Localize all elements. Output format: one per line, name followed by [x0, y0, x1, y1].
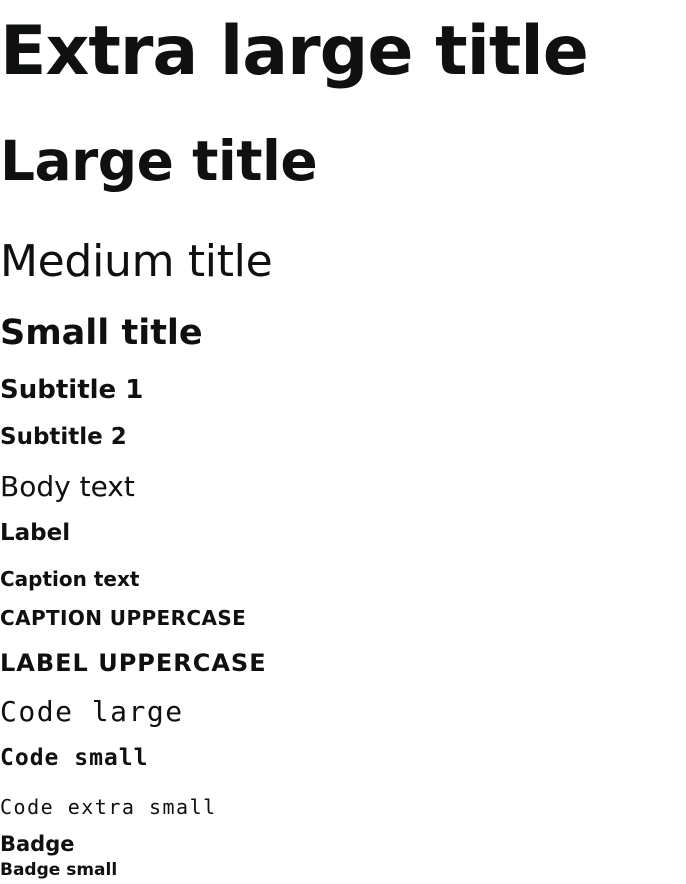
label-text: Label — [0, 520, 71, 546]
body-text: Body text — [0, 470, 135, 503]
label-uppercase: LABEL UPPERCASE — [0, 649, 267, 677]
extra-large-title: Extra large title — [0, 12, 589, 91]
caption-text: Caption text — [0, 567, 140, 591]
code-small: Code small — [0, 745, 149, 771]
code-extra-small: Code extra small — [0, 795, 217, 819]
caption-uppercase: CAPTION UPPERCASE — [0, 606, 247, 630]
code-large: Code large — [0, 695, 184, 728]
subtitle-1: Subtitle 1 — [0, 375, 144, 405]
medium-title: Medium title — [0, 236, 273, 287]
large-title: Large title — [0, 129, 318, 193]
small-title: Small title — [0, 313, 203, 353]
subtitle-2: Subtitle 2 — [0, 424, 127, 450]
badge-small-text: Badge small — [0, 860, 118, 880]
badge-text: Badge — [0, 832, 75, 856]
